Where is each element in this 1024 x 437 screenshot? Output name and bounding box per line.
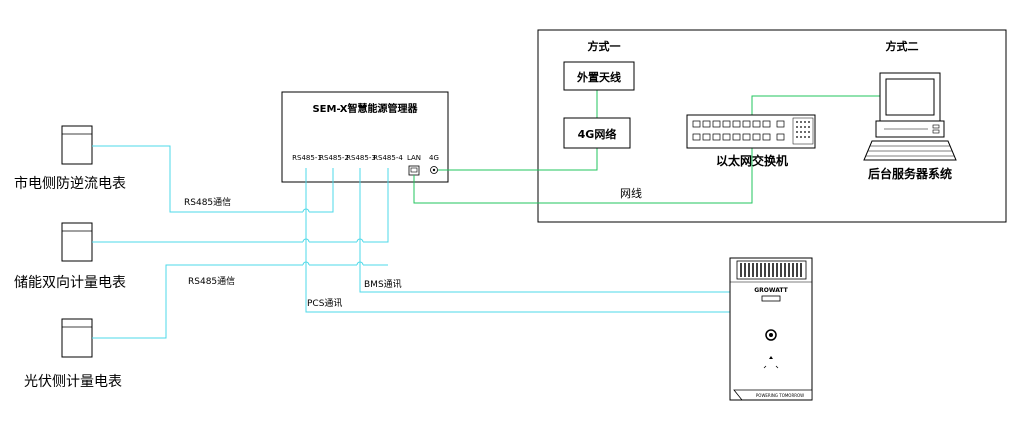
- meter-grid-label: 市电侧防逆流电表: [14, 175, 126, 192]
- port-rs485-4: RS485-4: [373, 154, 403, 162]
- g4-label: 4G网络: [578, 127, 617, 141]
- meter-pv-label: 光伏侧计量电表: [24, 374, 122, 390]
- port-rs485-1: RS485-1: [292, 154, 322, 162]
- antenna-label: 外置天线: [576, 70, 621, 84]
- bms-label: BMS通讯: [364, 279, 402, 290]
- inverter-footer-label: POWERING TOMORROW: [756, 393, 804, 398]
- mode2-label: 方式二: [886, 39, 919, 53]
- server-computer-icon: [863, 72, 957, 161]
- port-lan: LAN: [407, 154, 421, 162]
- network-cable-label: 网线: [620, 186, 642, 200]
- pcs-label: PCS通讯: [307, 298, 342, 309]
- controller-title: SEM-X智慧能源管理器: [312, 102, 418, 115]
- server-label: 后台服务器系统: [868, 166, 952, 181]
- g4-box: [563, 117, 631, 149]
- inverter-device-icon: [729, 257, 813, 401]
- port-4g: 4G: [429, 154, 439, 162]
- rs485-top-label: RS485通信: [184, 196, 231, 208]
- antenna-jack-icon: [430, 166, 438, 174]
- rs485-wiring: [92, 145, 733, 339]
- rs485-bottom-label: RS485通信: [188, 275, 235, 287]
- mode1-label: 方式一: [588, 39, 621, 53]
- lan-jack-icon: [408, 165, 420, 176]
- network-wiring: [413, 90, 880, 204]
- meter-storage-icon: [61, 222, 93, 262]
- switch-label: 以太网交换机: [716, 153, 788, 168]
- port-rs485-2: RS485-2: [319, 154, 349, 162]
- meter-pv-icon: [61, 318, 93, 358]
- port-rs485-3: RS485-3: [346, 154, 376, 162]
- meter-storage-label: 储能双向计量电表: [14, 275, 126, 291]
- meter-grid-icon: [61, 125, 93, 165]
- network-region: [537, 29, 1007, 223]
- antenna-box: [563, 61, 635, 91]
- ethernet-switch-icon: [686, 114, 816, 149]
- inverter-brand-label: GROWATT: [754, 287, 788, 294]
- controller-box: [281, 91, 449, 183]
